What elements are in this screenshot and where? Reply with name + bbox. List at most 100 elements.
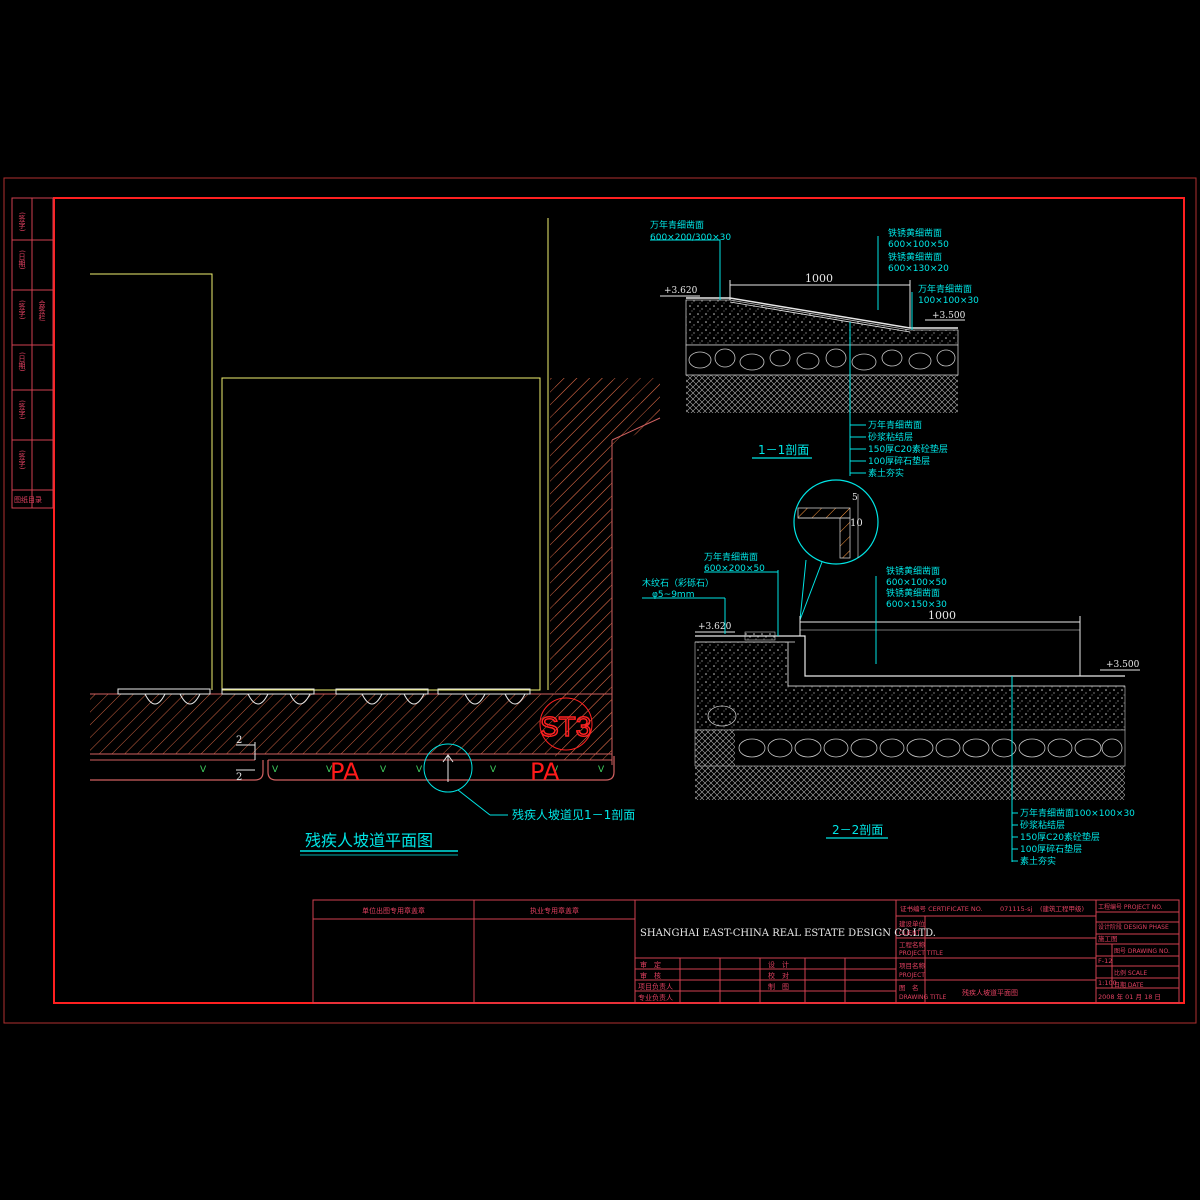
s2-gravel-layer (694, 641, 1126, 731)
scale-label: 比例 SCALE (1114, 969, 1147, 977)
detail-dim-a: 5 (852, 493, 858, 503)
s2-soil-layer (735, 766, 1125, 800)
strip-text-5: (签字) (18, 400, 26, 420)
s2-layer-4: 素土夯实 (1020, 855, 1056, 867)
scale-value: 1:100 (1098, 979, 1117, 987)
wall-hatch-corner (555, 378, 660, 760)
s1-right-note2-1: 铁锈黄细凿面 (888, 251, 942, 263)
plan-title: 残疾人坡道平面图 (305, 831, 433, 850)
building-outline-left (90, 273, 213, 690)
detail-dim-b: 10 (850, 518, 863, 529)
svg-text:ᐯ: ᐯ (598, 765, 605, 775)
s1-soil-layer (686, 375, 958, 413)
s1-right-note3-2: 100×100×30 (918, 296, 979, 306)
strip-text-6: (签字) (18, 450, 26, 470)
drawing-no: F-12 (1098, 957, 1112, 965)
s1-layer-0: 万年青细凿面 (868, 419, 922, 431)
client-label: 建设单位 (899, 919, 926, 928)
s2-level-right: +3.500 (1106, 660, 1140, 670)
role-5: 设 计 (768, 960, 789, 969)
stamp-circle (539, 697, 593, 751)
role-7: 制 图 (768, 982, 789, 991)
svg-text:ᐯ: ᐯ (326, 765, 333, 775)
review-col1: 单位出图专用章盖章 (362, 906, 425, 915)
s1-dim-width: 1000 (805, 272, 833, 285)
design-phase-label: 设计阶段 DESIGN PHASE (1098, 923, 1169, 931)
building-room-box (221, 377, 541, 691)
strip-text-7: 图纸目录 (14, 495, 42, 504)
date-label: 日期 DATE (1114, 981, 1144, 989)
s2-level-left: +3.620 (698, 622, 732, 632)
s2-right-note2-2: 600×150×30 (886, 600, 947, 610)
detail-circle (793, 479, 879, 565)
svg-text:ᐯ: ᐯ (380, 765, 387, 775)
s2-stone-layer (694, 729, 1126, 767)
s2-dim-width: 1000 (928, 609, 956, 622)
s1-level-left: +3.620 (664, 286, 698, 296)
plan-hatch-strip (90, 694, 612, 754)
s1-gravel-layer (685, 299, 959, 346)
review-col2: 执业专用章盖章 (530, 906, 579, 915)
project-en: PROJECT TITLE (899, 950, 943, 957)
s1-title: 1－1剖面 (758, 443, 809, 457)
project-no-label: 工程编号 PROJECT NO. (1098, 903, 1163, 911)
title-block-text: 单位出图专用章盖章 执业专用章盖章 SHANGHAI EAST-CHINA RE… (362, 903, 1170, 1002)
section-1-1: 1000 +3.620 +3.500 万年青细凿面 600×200/300×30… (650, 219, 979, 479)
design-phase: 施工图 (1098, 934, 1118, 943)
svg-text:ᐯ: ᐯ (200, 765, 207, 775)
s1-layer-4: 素土夯实 (868, 467, 904, 479)
s1-right-note2-2: 600×130×20 (888, 264, 949, 274)
inner-frame (53, 197, 1185, 1004)
s2-left-note-2: φ5~9mm (652, 590, 694, 600)
s1-right-note3-1: 万年青细凿面 (918, 283, 972, 295)
s1-level-right: +3.500 (932, 311, 966, 321)
s2-layer-0: 万年青细凿面100×100×30 (1020, 807, 1135, 819)
subproject-en: PROJECT (899, 972, 925, 979)
stamp-st3: ST3 (540, 711, 591, 742)
svg-text:ᐯ: ᐯ (552, 765, 559, 775)
s2-layer-2: 150厚C20素砼垫层 (1020, 831, 1100, 843)
s1-right-note1-2: 600×100×50 (888, 240, 949, 250)
s2-right-note1-1: 铁锈黄细凿面 (886, 565, 940, 577)
plan-curb (90, 756, 615, 781)
cut-mark-top: 2 (236, 735, 242, 746)
role-3: 项目负责人 (638, 982, 673, 991)
s1-right-note1-1: 铁锈黄细凿面 (888, 227, 942, 239)
joint-detail: 5 10 (793, 479, 879, 621)
drawing-no-label: 图号 DRAWING NO. (1114, 948, 1170, 955)
drawing-label: 图 名 (899, 983, 919, 992)
s2-right-note2-1: 铁锈黄细凿面 (886, 587, 940, 599)
s1-top-note-2: 600×200/300×30 (650, 233, 731, 243)
cert-grade: (建筑工程甲级) (1040, 904, 1084, 913)
s2-layer-3: 100厚碎石垫层 (1020, 843, 1082, 855)
s2-left-note-1: 木纹石（彩砾石） (642, 577, 714, 589)
role-4: 专业负责人 (638, 993, 673, 1002)
subproject-label: 项目名称 (899, 961, 926, 970)
date-value: 2008 年 01 月 18 日 (1098, 992, 1161, 1001)
cert-label: 证书编号 CERTIFICATE NO. (900, 904, 983, 913)
s2-top-note-1: 万年青细凿面 (704, 551, 758, 563)
svg-text:ᐯ: ᐯ (272, 765, 279, 775)
cert-no: 071115-sj (1000, 905, 1033, 913)
svg-text:ᐯ: ᐯ (416, 765, 423, 775)
strip-text-2: (签字) (18, 300, 26, 320)
s2-right-note1-2: 600×100×50 (886, 578, 947, 588)
role-6: 校 对 (768, 971, 789, 980)
s2-top-note-2: 600×200×50 (704, 564, 765, 574)
s1-layer-2: 150厚C20素砼垫层 (868, 443, 948, 455)
zone-label-right: PA (530, 758, 560, 786)
company-name: SHANGHAI EAST-CHINA REAL ESTATE DESIGN C… (640, 928, 936, 939)
strip-text-3: 会签栏 (38, 299, 46, 322)
cut-mark-bottom: 2 (236, 772, 242, 783)
zone-label-left: PA (330, 758, 360, 786)
strip-text-0: (签字) (18, 212, 26, 232)
plan-sill-marks (117, 688, 531, 705)
s1-layer-1: 砂浆粘结层 (868, 431, 913, 443)
s2-layer-1: 砂浆粘结层 (1020, 819, 1065, 831)
s1-layer-3: 100厚碎石垫层 (868, 455, 930, 467)
role-1: 审 定 (640, 960, 661, 969)
drawing-title: 残疾人坡道平面图 (962, 988, 1018, 997)
